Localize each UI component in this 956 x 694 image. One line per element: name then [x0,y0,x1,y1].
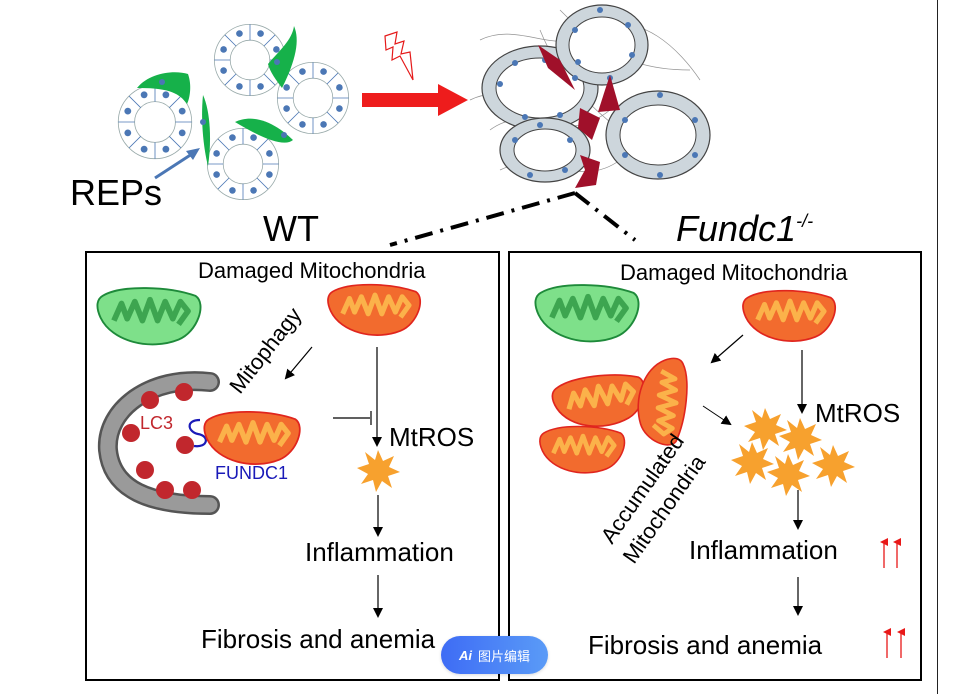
ko-damaged-label: Damaged Mitochondria [620,260,848,285]
connector-line-wt [389,191,576,247]
ros-production-arrow [702,405,732,426]
injury-lightning-icon [384,31,414,81]
inflammation-increase-icon [880,538,901,568]
ai-image-edit-label: 图片编辑 [477,648,530,664]
ros-burst-icon [744,408,787,450]
ko-panel-border [508,251,922,681]
accumulated-mitochondrion-icon [540,427,625,473]
lc3-dots [122,383,201,499]
fibrotic-kidney [469,4,711,188]
ko-mtros-label: MtROS [815,398,900,428]
ai-image-edit-button[interactable]: Ai 图片编辑 [441,636,548,674]
mitophagy-label: Mitophagy [224,303,306,398]
rep-cell [268,26,297,88]
ai-icon: Ai [458,647,472,663]
connector-line-ko [573,191,637,242]
tubule-bottom [206,127,280,201]
healthy-mitochondrion-icon [97,288,200,344]
rep-cell [235,118,293,143]
accumulated-mitochondrion-icon [635,356,690,447]
ko-fibrosis-label: Fibrosis and anemia [588,630,823,660]
wt-panel: Damaged Mitochondria Mitophagy LC3 FUNDC… [85,251,500,681]
wt-mtros-label: MtROS [389,422,474,452]
engulfed-mitochondrion-icon [204,412,299,464]
mitophagy-arrow [284,346,313,380]
accumulation-arrow [710,334,744,364]
wt-inflammation-label: Inflammation [305,537,454,567]
wt-panel-border [85,251,500,681]
fundc1-label: FUNDC1 [215,463,288,483]
fundc1-receptor-icon [188,418,207,448]
healthy-mitochondrion-icon [535,285,638,341]
wt-fibrosis-label: Fibrosis and anemia [201,624,436,654]
damaged-mitochondrion-icon [328,285,420,335]
ros-burst-icon [812,445,855,487]
healthy-kidney-tubules [117,23,350,201]
ros-burst-icon [779,418,822,460]
ros-burst-icon [731,442,774,484]
damaged-mitochondrion-icon [743,291,835,341]
rep-cell [137,72,191,104]
injury-arrow [362,93,440,107]
reps-arrow [154,150,196,180]
page-edge-divider [937,0,938,694]
accumulated-mitochondrion-icon [550,370,648,433]
reps-label: REPs [70,172,162,213]
rep-cell [202,95,211,166]
ros-burst-icon [357,450,400,492]
ros-burst-icon [767,454,810,496]
wt-title: WT [263,208,319,249]
ko-title: Fundc1-/- [676,208,813,249]
lc3-label: LC3 [140,413,173,433]
fibrosis-increase-icon [883,628,905,658]
wt-damaged-label: Damaged Mitochondria [198,258,426,283]
ko-inflammation-label: Inflammation [689,535,838,565]
